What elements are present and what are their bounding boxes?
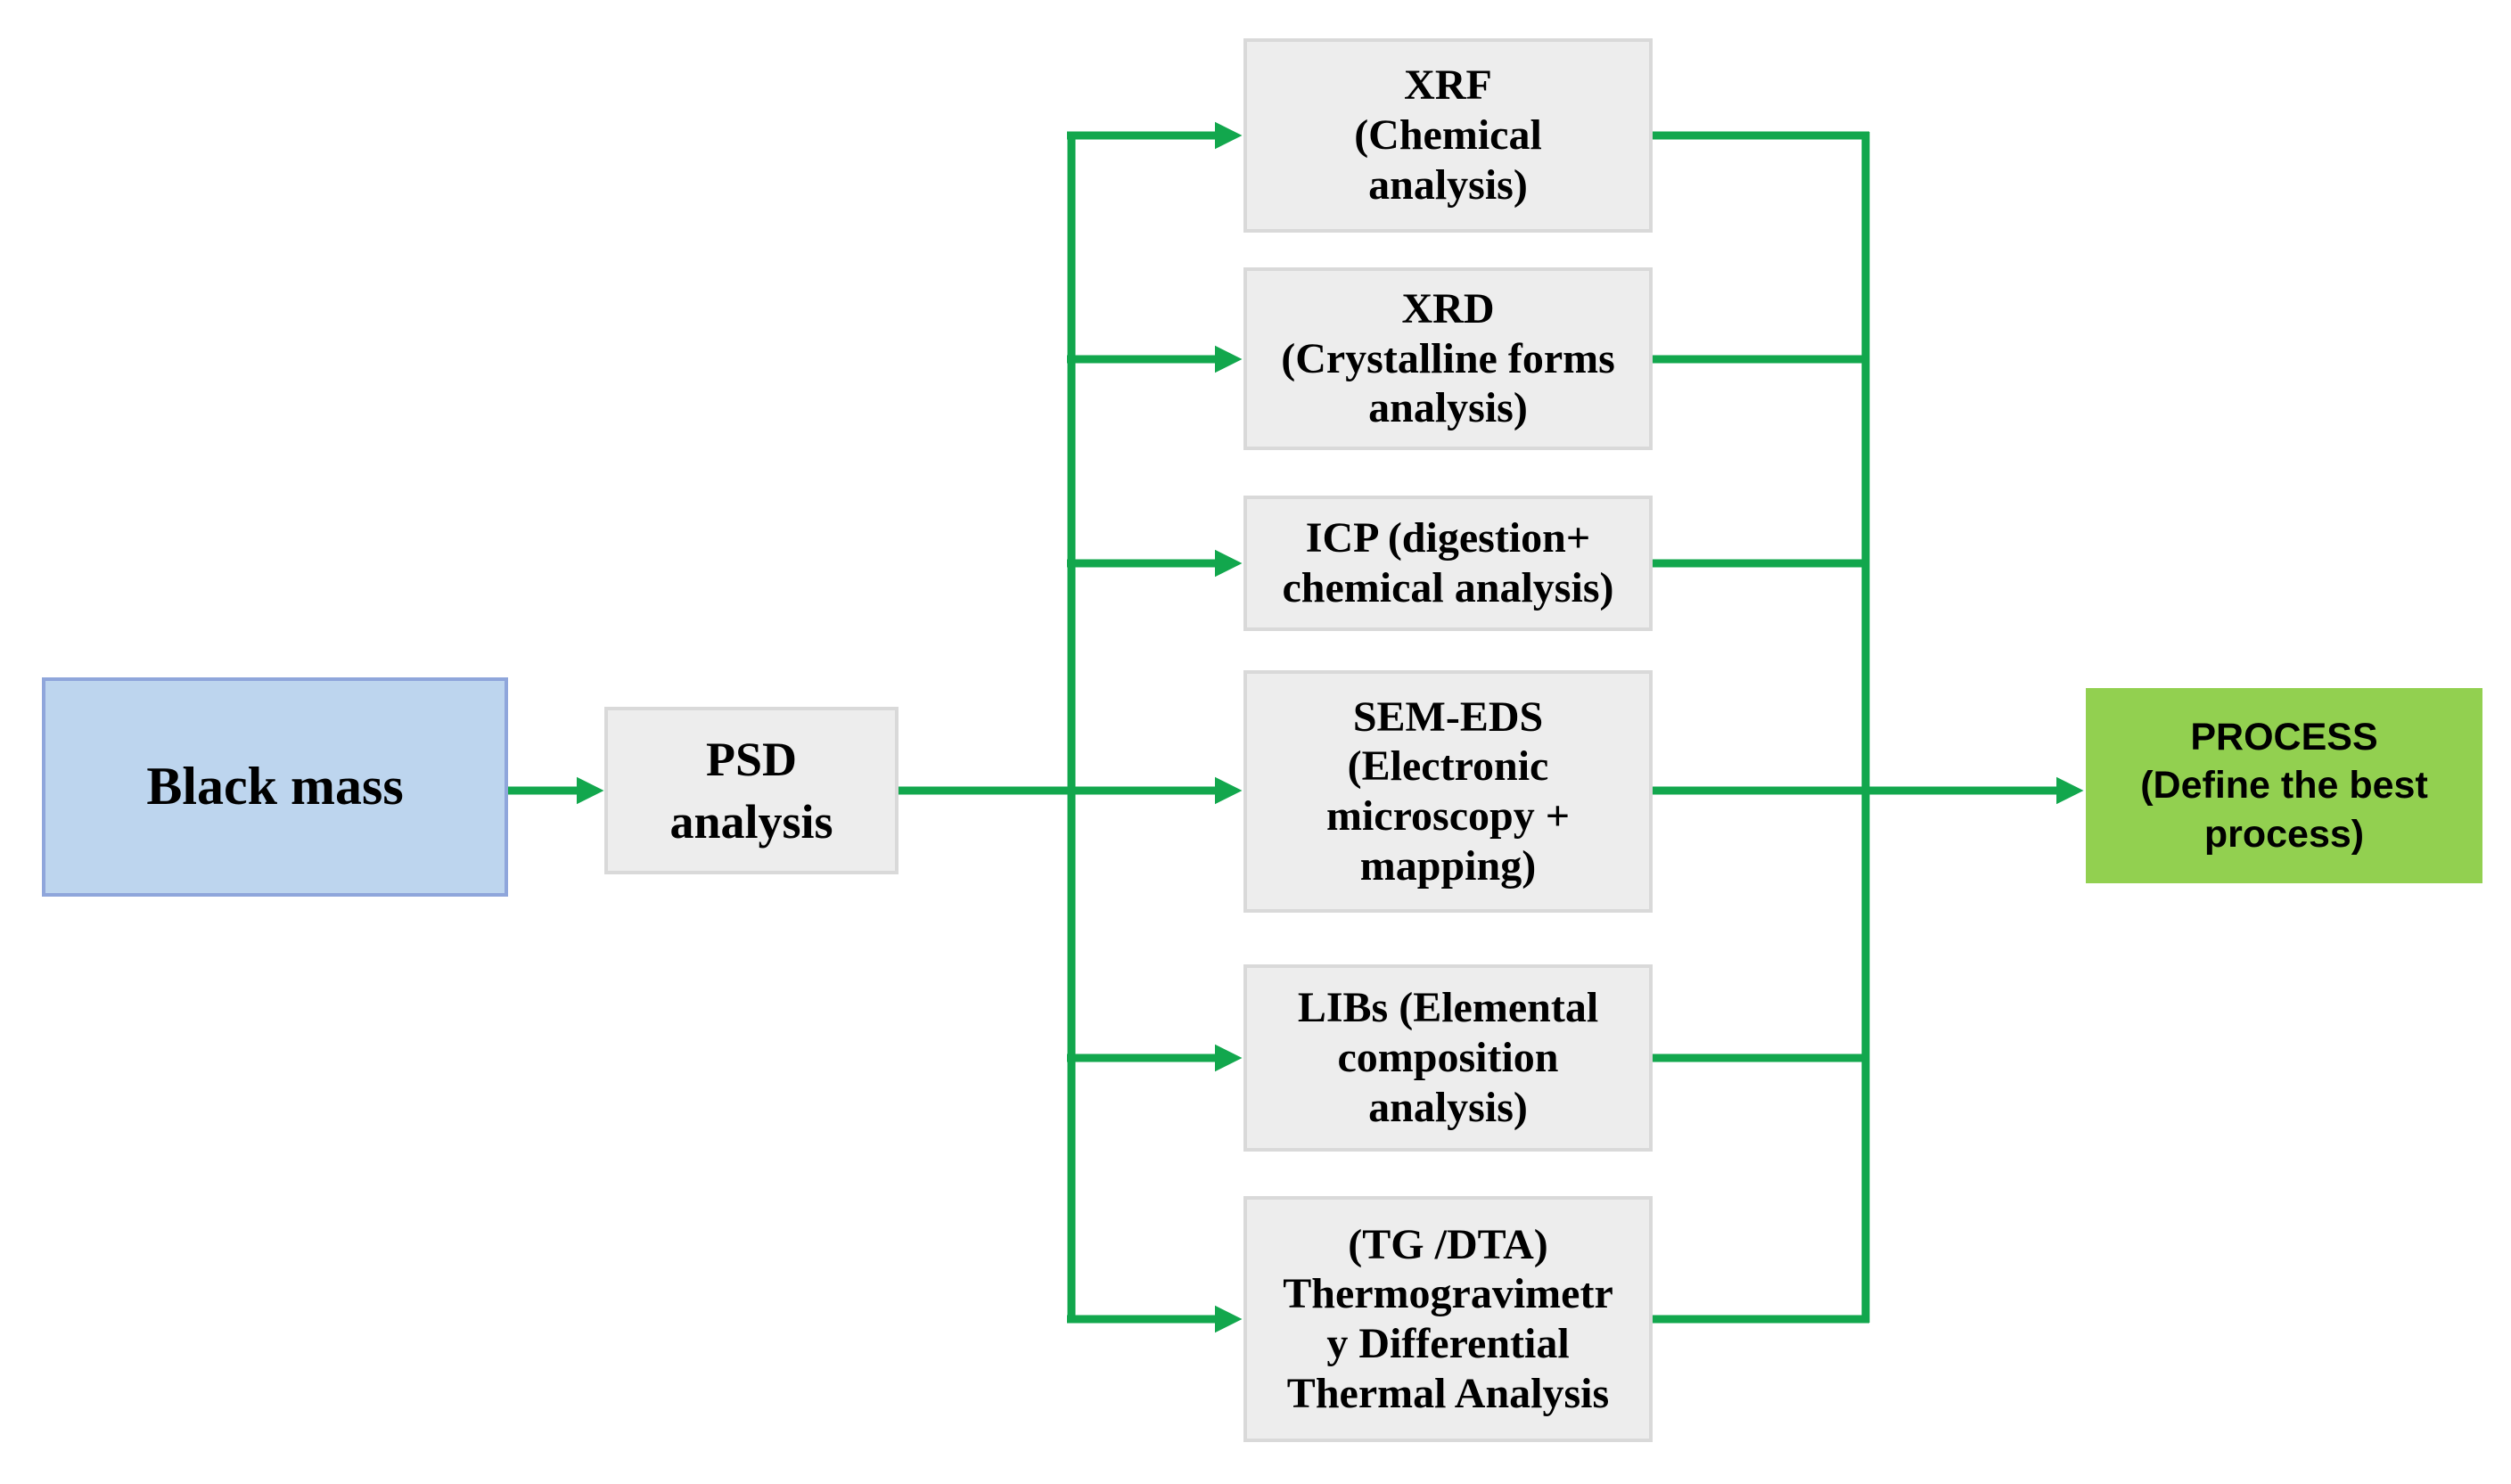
xrf-node: XRF (Chemical analysis): [1243, 38, 1653, 233]
psd-analysis-node: PSD analysis: [604, 707, 899, 874]
xrd-node: XRD (Crystalline forms analysis): [1243, 267, 1653, 450]
process-node: PROCESS (Define the best process): [2086, 688, 2482, 883]
libs-node: LIBs (Elemental composition analysis): [1243, 964, 1653, 1152]
icp-node: ICP (digestion+ chemical analysis): [1243, 496, 1653, 631]
tg-dta-node: (TG /DTA) Thermogravimetr y Differential…: [1243, 1196, 1653, 1442]
black-mass-node: Black mass: [42, 677, 508, 897]
sem-eds-node: SEM-EDS (Electronic microscopy + mapping…: [1243, 670, 1653, 913]
